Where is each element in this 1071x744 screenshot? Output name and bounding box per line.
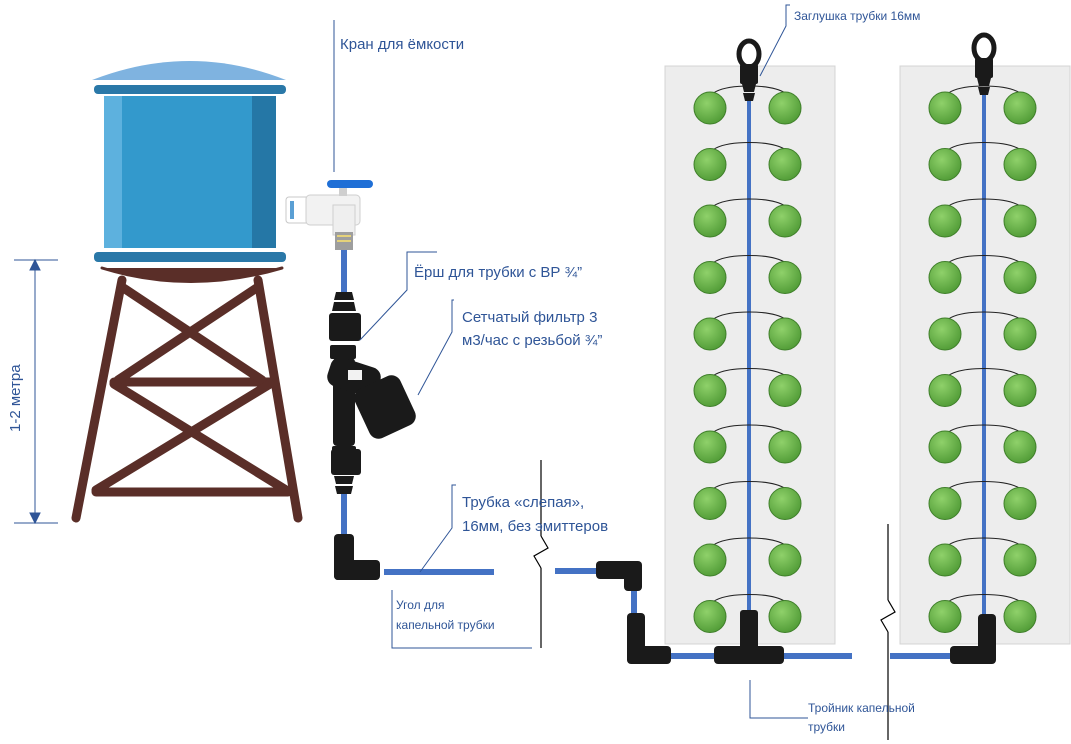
plant-icon — [928, 543, 962, 577]
plant-icon — [1003, 261, 1037, 294]
filter-label-line1: Сетчатый фильтр 3 — [462, 309, 597, 326]
tee-label-line1: Тройник капельной — [808, 701, 915, 715]
plant-icon — [693, 317, 727, 351]
plant-icon — [768, 204, 802, 238]
plant-icon — [693, 600, 727, 633]
elbow-fitting-mid — [596, 561, 642, 591]
plant-icon — [928, 148, 962, 181]
plant-icon — [768, 148, 802, 181]
tee-label-line2: трубки — [808, 720, 845, 734]
plant-icon — [1003, 148, 1037, 181]
leader-lines — [333, 4, 808, 719]
plant-icon — [768, 430, 802, 464]
barb-fitting — [329, 292, 361, 341]
blind-pipe-label-line2: 16мм, без эмиттеров — [462, 518, 608, 535]
plant-icon — [1003, 600, 1037, 633]
elbow-fitting-right — [950, 614, 996, 664]
plant-icon — [693, 148, 727, 181]
height-dimension — [14, 258, 58, 525]
plant-icon — [928, 487, 962, 520]
elbow-label-line2: капельной трубки — [396, 618, 495, 632]
pipes — [341, 250, 950, 659]
plant-icon — [768, 600, 802, 633]
mesh-filter — [327, 345, 416, 456]
plant-icon — [928, 430, 962, 464]
plant-icon — [693, 204, 727, 238]
plant-icon — [1003, 487, 1037, 520]
elbow-fitting-bottom — [627, 613, 671, 664]
elbow-label-line1: Угол для — [396, 598, 444, 612]
plant-icon — [768, 317, 802, 351]
plant-icon — [928, 317, 962, 351]
tee-fitting — [714, 610, 784, 664]
plant-icon — [768, 374, 802, 407]
plant-group — [693, 85, 1037, 633]
plant-icon — [768, 261, 802, 294]
plant-icon — [693, 430, 727, 464]
tank-tap — [285, 180, 373, 250]
water-tank — [92, 61, 286, 262]
plant-icon — [1003, 91, 1037, 125]
plant-icon — [693, 487, 727, 520]
plant-icon — [928, 91, 962, 125]
plant-icon — [1003, 543, 1037, 577]
pipe-break-marks — [533, 460, 896, 740]
filter-label-line2: м3/час с резьбой ¾” — [462, 332, 602, 349]
plant-icon — [693, 91, 727, 125]
plant-icon — [1003, 374, 1037, 407]
plug-label: Заглушка трубки 16мм — [794, 9, 920, 23]
blind-pipe-label-line1: Трубка «слепая», — [462, 494, 584, 511]
plant-icon — [928, 600, 962, 633]
plant-icon — [693, 261, 727, 294]
plant-icon — [768, 91, 802, 125]
tank-tower — [71, 266, 303, 523]
end-plug-2 — [971, 32, 997, 95]
plant-icon — [1003, 430, 1037, 464]
plant-icon — [693, 374, 727, 407]
plant-icon — [1003, 204, 1037, 238]
height-label: 1-2 метра — [7, 364, 24, 432]
end-plug-1 — [736, 38, 762, 101]
barb-label: Ёрш для трубки с ВР ¾” — [414, 264, 582, 281]
plant-icon — [928, 261, 962, 294]
plant-icon — [928, 374, 962, 407]
plant-icon — [693, 543, 727, 577]
plant-icon — [1003, 317, 1037, 351]
plant-icon — [768, 487, 802, 520]
plant-icon — [768, 543, 802, 577]
tap-label: Кран для ёмкости — [340, 36, 464, 53]
elbow-fitting-left — [334, 534, 380, 580]
barb-fitting-lower — [331, 449, 361, 494]
plant-icon — [928, 204, 962, 238]
